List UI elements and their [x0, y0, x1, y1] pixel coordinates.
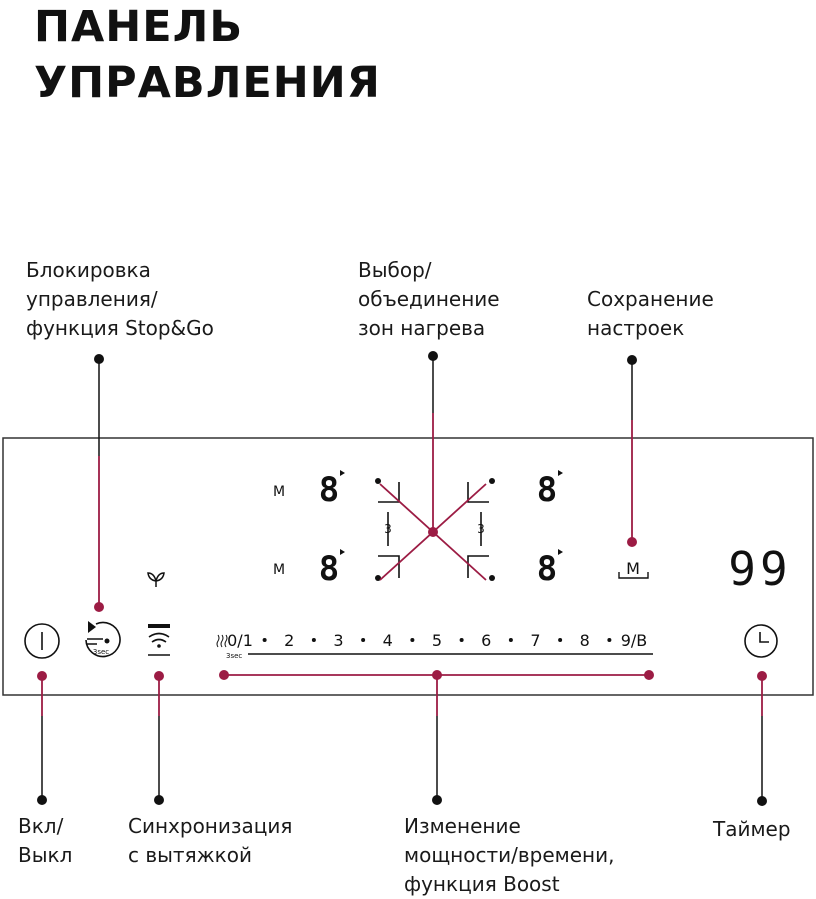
zone-display-top-left[interactable]: 8 [319, 470, 339, 510]
slider-tick-label[interactable]: 8 [580, 631, 590, 650]
zone-mode-bottom-left: M [273, 562, 285, 578]
slider-tick-label[interactable]: 4 [383, 631, 393, 650]
memory-key[interactable]: M [626, 559, 640, 578]
timer-icon [744, 624, 778, 658]
zone-display-top-right[interactable]: 8 [537, 470, 557, 510]
slider-tick-label[interactable]: 2 [284, 631, 294, 650]
slider-tick-label[interactable]: 7 [530, 631, 540, 650]
slider-tick-dot [410, 638, 415, 642]
zone-display-bottom-right[interactable]: 8 [537, 549, 557, 589]
timer-button[interactable] [744, 624, 778, 658]
power-icon [24, 623, 60, 659]
page-title-line1: ПАНЕЛЬ [34, 2, 244, 52]
zone-display-bottom-left[interactable]: 8 [319, 549, 339, 589]
callout-accent-lines [41, 413, 763, 716]
slider-tick-dot [262, 638, 267, 642]
power-button[interactable] [24, 623, 60, 659]
zone-mode-top-left: M [273, 484, 285, 500]
zone-dots [375, 478, 495, 581]
slider-tick-label[interactable]: 6 [481, 631, 491, 650]
zone-bridge-left: 3 [384, 522, 392, 536]
slider-tick-label[interactable]: 5 [432, 631, 442, 650]
slider-tick-label[interactable]: 0/1 [227, 631, 253, 650]
slider-tick-dot [508, 638, 513, 642]
page-title-line2: УПРАВЛЕНИЯ [34, 58, 381, 108]
slider-tick-dot [361, 638, 366, 642]
callout-end-dots [37, 351, 767, 806]
callout-accent-dots [37, 527, 767, 681]
label-timer: Таймер [713, 817, 791, 841]
slider-tick-label[interactable]: 9/B [621, 631, 648, 650]
slider-tick-dot [311, 638, 316, 642]
callout-lines [41, 356, 763, 800]
lock-button[interactable]: 3sec [85, 621, 121, 658]
hood-sync-button[interactable] [148, 624, 170, 656]
lock-sublabel: 3sec [93, 648, 109, 656]
slider-tick-label[interactable]: 3 [333, 631, 343, 650]
zone-bridge-right: 3 [477, 522, 485, 536]
timer-display: 99 [728, 542, 791, 596]
lock-icon [85, 621, 121, 658]
slider-tick-dot [607, 638, 612, 642]
fan-icon [147, 572, 165, 587]
heat-icon [216, 634, 228, 648]
slider-tick-dot [459, 638, 464, 642]
slider-sublabel: 3sec [226, 652, 242, 660]
power-slider-scale[interactable]: 0/1 2 3 4 5 6 7 8 9/B [227, 631, 647, 650]
label-on-off: Вкл/Выкл [18, 814, 73, 867]
panel-frame [2, 437, 814, 696]
zone-selector-grid[interactable] [378, 482, 489, 578]
slider-tick-dot [558, 638, 563, 642]
digit-corner-marks [340, 470, 563, 555]
memory-key-bracket [618, 572, 649, 579]
